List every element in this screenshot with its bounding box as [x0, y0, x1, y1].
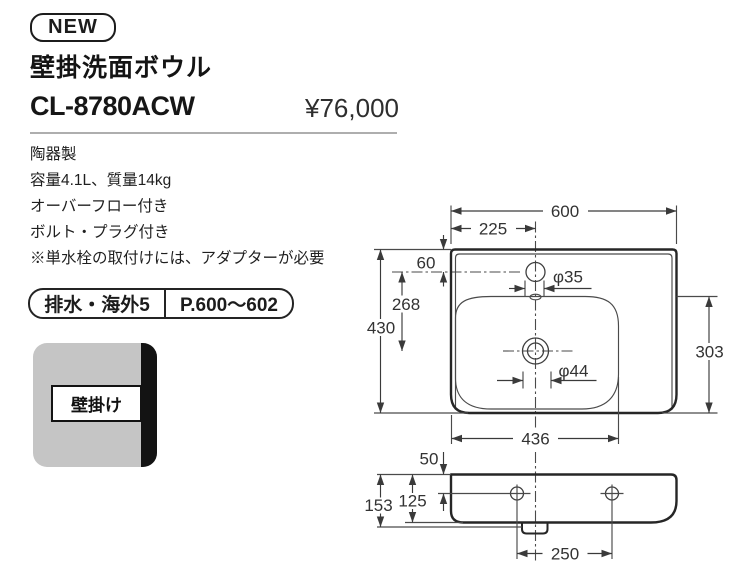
mount-type-label: 壁掛け: [51, 385, 142, 422]
badge-pages: P.600〜602: [180, 295, 278, 316]
plan-dimension-labels: 600 225 60 268 430 303 436 φ35 φ44: [361, 202, 730, 449]
plan-dimension-lines: [374, 205, 718, 444]
dim-faucet-to-drain: 268: [392, 295, 420, 314]
dim-faucet-offset: 225: [479, 220, 507, 239]
new-badge-label: NEW: [48, 16, 98, 38]
drain-ref-badge: 排水・海外5 P.600〜602: [28, 288, 294, 319]
dim-overall-depth: 430: [367, 319, 395, 338]
drain-hole-outer: [521, 337, 550, 365]
spec-line-overflow: オーバーフロー付き: [30, 198, 169, 215]
dim-faucet-depth: 60: [417, 254, 436, 273]
side-view: [438, 452, 678, 562]
overflow-hole: [529, 293, 542, 301]
spec-line-capacity: 容量4.1L、質量14kg: [30, 172, 172, 189]
dim-overall-width: 600: [551, 202, 579, 221]
side-dimension-labels: 50 125 153 250: [360, 450, 588, 564]
drain-hole-inner: [526, 342, 545, 360]
spec-list: 陶器製 容量4.1L、質量14kg オーバーフロー付き ボルト・プラグ付き ※単…: [30, 142, 390, 272]
badge-category: 排水・海外5: [30, 290, 166, 317]
spec-line-material: 陶器製: [30, 146, 77, 163]
dim-total-height: 153: [364, 496, 392, 515]
new-badge: NEW: [30, 13, 116, 42]
dim-faucet-hole-dia: φ35: [553, 268, 583, 287]
dim-drain-hole-dia: φ44: [559, 362, 589, 381]
mount-type-icon: 壁掛け: [33, 343, 157, 467]
dim-hole-pitch: 250: [551, 545, 579, 564]
basin-outer-outline: [449, 248, 678, 415]
rim-inner-line: [454, 253, 673, 409]
spec-line-note: ※単水栓の取付けには、アダプターが必要: [30, 250, 325, 267]
dim-bowl-width: 436: [521, 430, 549, 449]
wall-edge-bar: [141, 343, 157, 467]
price: ¥76,000: [305, 93, 399, 123]
dim-bowl-depth: 303: [695, 343, 723, 362]
bowl-outline: [454, 295, 620, 410]
spec-line-bolt-plug: ボルト・プラグ付き: [30, 224, 170, 241]
faucet-hole: [525, 261, 546, 283]
dim-front-height: 125: [398, 492, 426, 511]
dim-hole-from-top: 50: [420, 450, 439, 469]
plan-view: [392, 221, 678, 443]
side-body-outline: [449, 473, 678, 524]
product-title: 壁掛洗面ボウル: [30, 54, 213, 82]
drain-stub: [521, 522, 549, 535]
header-divider: [30, 132, 397, 134]
model-number: CL-8780ACW: [30, 91, 195, 121]
